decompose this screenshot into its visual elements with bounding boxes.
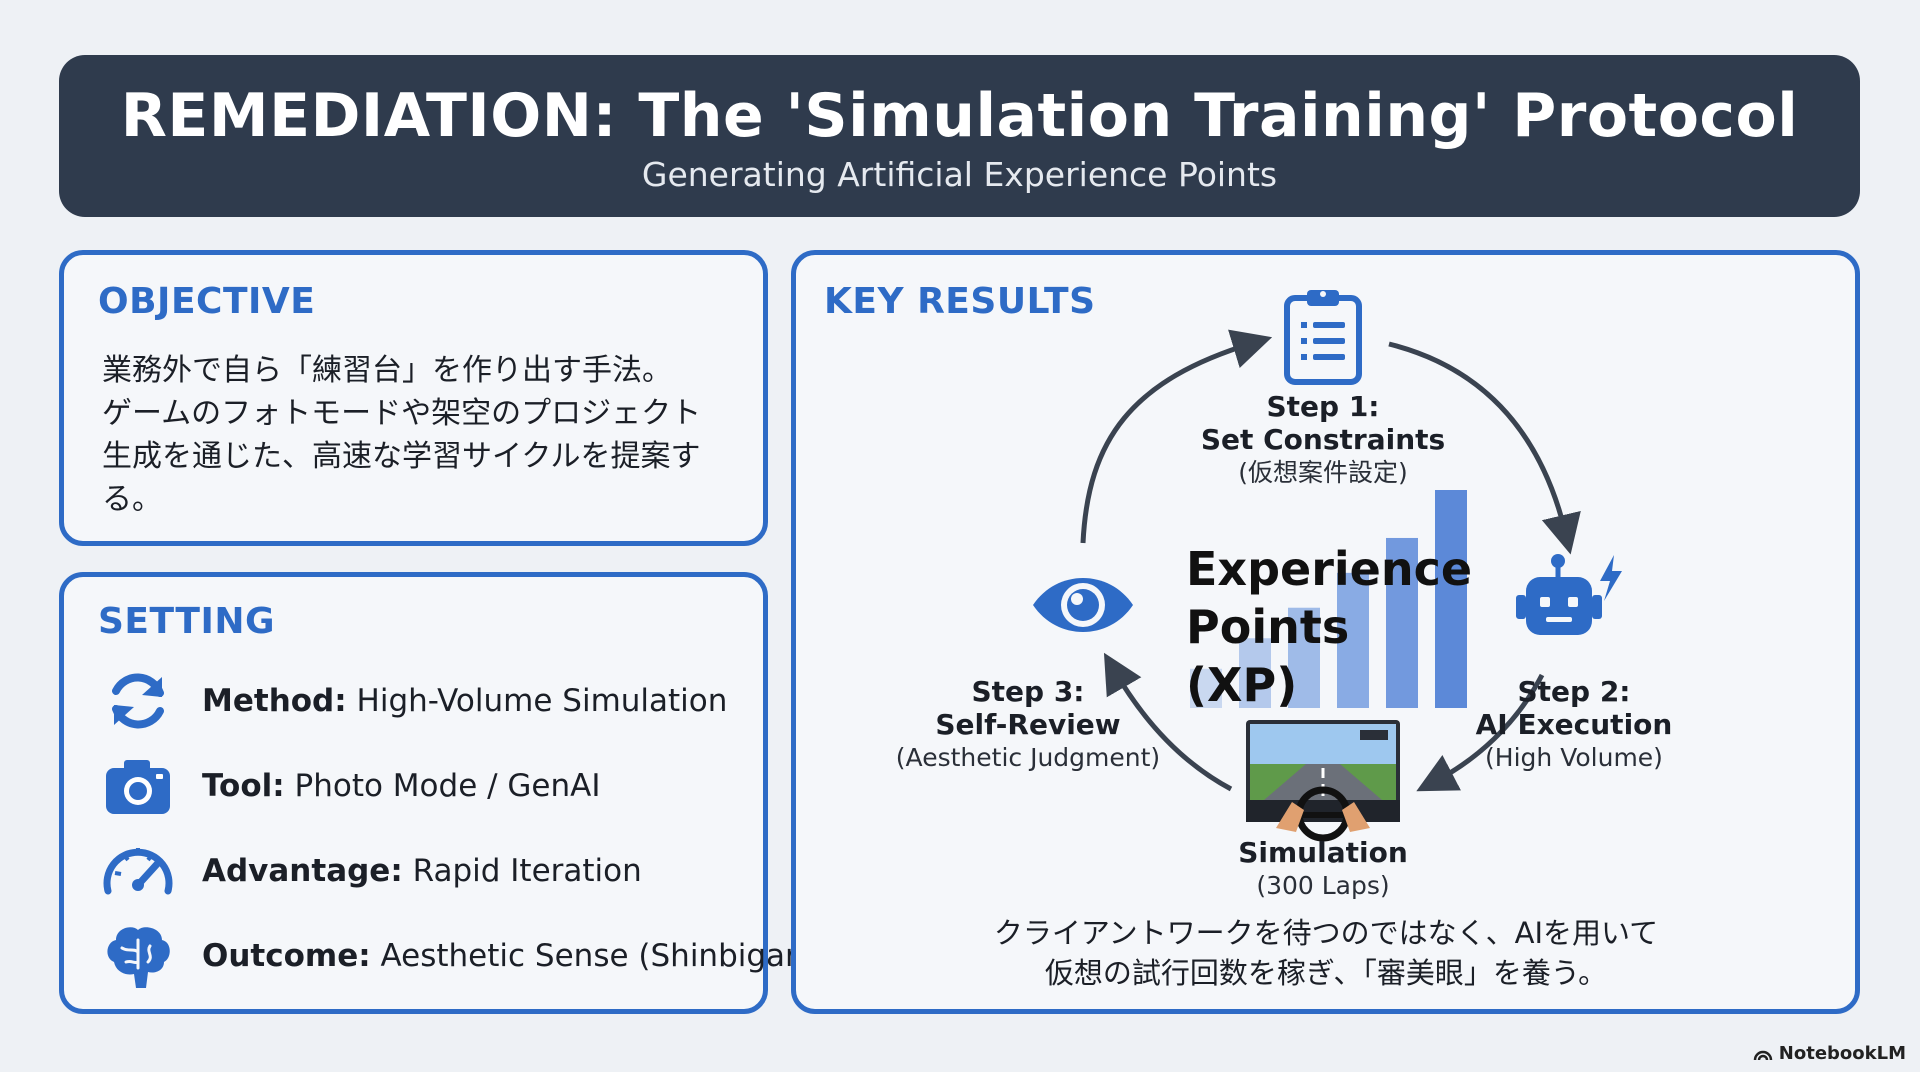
setting-title: SETTING <box>98 601 276 642</box>
objective-text: 業務外で自ら「練習台」を作り出す手法。 ゲームのフォトモードや架空のプロジェクト… <box>102 349 742 521</box>
step-3-label: Step 3: Self-Review (Aesthetic Judgment) <box>878 675 1178 774</box>
setting-value: Rapid Iteration <box>412 853 642 889</box>
xp-bar-chart <box>1190 490 1467 708</box>
setting-label: Tool: <box>202 768 285 804</box>
notebooklm-logo-icon <box>1753 1050 1773 1060</box>
step-2-title-line1: Step 2: <box>1517 675 1631 708</box>
setting-label: Advantage: <box>202 853 403 889</box>
objective-line: 生成を通じた、高速な学習サイクルを提案す <box>102 439 701 474</box>
refresh-icon <box>112 673 164 729</box>
step-1-label: Step 1: Set Constraints (仮想案件設定) <box>1183 390 1463 489</box>
note-line: クライアントワークを待つのではなく、AIを用いて <box>993 916 1659 950</box>
objective-card: OBJECTIVE 業務外で自ら「練習台」を作り出す手法。 ゲームのフォトモード… <box>59 250 768 546</box>
step-3-detail: (Aesthetic Judgment) <box>895 743 1161 772</box>
page-title: REMEDIATION: The 'Simulation Training' P… <box>120 81 1799 151</box>
page-subtitle: Generating Artificial Experience Points <box>641 155 1278 194</box>
notebooklm-brand: NotebookLM <box>1753 1043 1906 1064</box>
xp-label-line: Points (XP) <box>1186 600 1350 712</box>
setting-item-tool: Tool: Photo Mode / GenAI <box>100 748 760 824</box>
step-2-title-line2: AI Execution <box>1475 708 1673 741</box>
key-results-card: KEY RESULTS <box>791 250 1860 1014</box>
simulation-detail: (300 Laps) <box>1256 871 1390 900</box>
step-3-title-line1: Step 3: <box>971 675 1085 708</box>
cycle-diagram <box>1033 290 1622 842</box>
racing-sim-icon <box>1246 720 1400 842</box>
key-results-title: KEY RESULTS <box>824 281 1096 322</box>
setting-item-outcome: Outcome: Aesthetic Sense (Shinbigan) <box>100 918 817 994</box>
setting-value: High-Volume Simulation <box>356 683 728 719</box>
objective-line: 業務外で自ら「練習台」を作り出す手法。 <box>102 353 672 388</box>
setting-card: SETTING Method: High-Volume Simulation T… <box>59 572 817 1014</box>
objective-line: ゲームのフォトモードや架空のプロジェクト <box>102 396 702 431</box>
setting-item-advantage: Advantage: Rapid Iteration <box>100 833 760 909</box>
header-banner: REMEDIATION: The 'Simulation Training' P… <box>59 55 1860 217</box>
robot-icon <box>1516 554 1622 635</box>
objective-line: る。 <box>102 482 162 517</box>
cycle-arrow-constraints-to-ai <box>1388 341 1581 555</box>
setting-label: Method: <box>202 683 347 719</box>
clipboard-icon <box>1284 290 1362 385</box>
xp-center-label: Experience Points (XP) <box>1186 540 1473 714</box>
objective-title: OBJECTIVE <box>98 281 316 322</box>
xp-bar <box>1288 607 1320 708</box>
setting-label: Outcome: <box>202 938 371 974</box>
xp-bar <box>1435 490 1467 708</box>
xp-bar <box>1337 572 1369 708</box>
step-2-label: Step 2: AI Execution (High Volume) <box>1464 675 1684 774</box>
step-1-title-line2: Set Constraints <box>1200 423 1446 456</box>
note-line: 仮想の試行回数を稼ぎ、「審美眼」を養う。 <box>1044 956 1608 990</box>
speedometer-icon <box>103 848 173 895</box>
eye-icon <box>1033 578 1133 632</box>
cycle-arrow-ai-to-simulation <box>1416 673 1545 792</box>
simulation-title: Simulation <box>1238 836 1408 869</box>
step-2-detail: (High Volume) <box>1485 743 1663 772</box>
camera-icon <box>106 760 170 814</box>
setting-value: Aesthetic Sense (Shinbigan) <box>380 938 817 974</box>
cycle-arrow-simulation-to-review <box>1103 652 1233 792</box>
brand-name: NotebookLM <box>1778 1043 1906 1064</box>
step-1-detail: (仮想案件設定) <box>1238 458 1408 487</box>
simulation-label: Simulation (300 Laps) <box>1203 836 1443 902</box>
key-results-note: クライアントワークを待つのではなく、AIを用いて 仮想の試行回数を稼ぎ、「審美眼… <box>856 913 1796 993</box>
xp-bar <box>1190 668 1222 708</box>
setting-item-method: Method: High-Volume Simulation <box>100 663 760 739</box>
step-3-title-line2: Self-Review <box>935 708 1121 741</box>
brain-icon <box>107 927 170 988</box>
xp-label-line: Experience <box>1186 542 1473 596</box>
xp-bar <box>1386 537 1418 708</box>
setting-value: Photo Mode / GenAI <box>294 768 601 804</box>
xp-bar <box>1239 638 1271 708</box>
cycle-arrow-review-to-constraints <box>1080 329 1273 544</box>
step-1-title-line1: Step 1: <box>1266 390 1380 423</box>
